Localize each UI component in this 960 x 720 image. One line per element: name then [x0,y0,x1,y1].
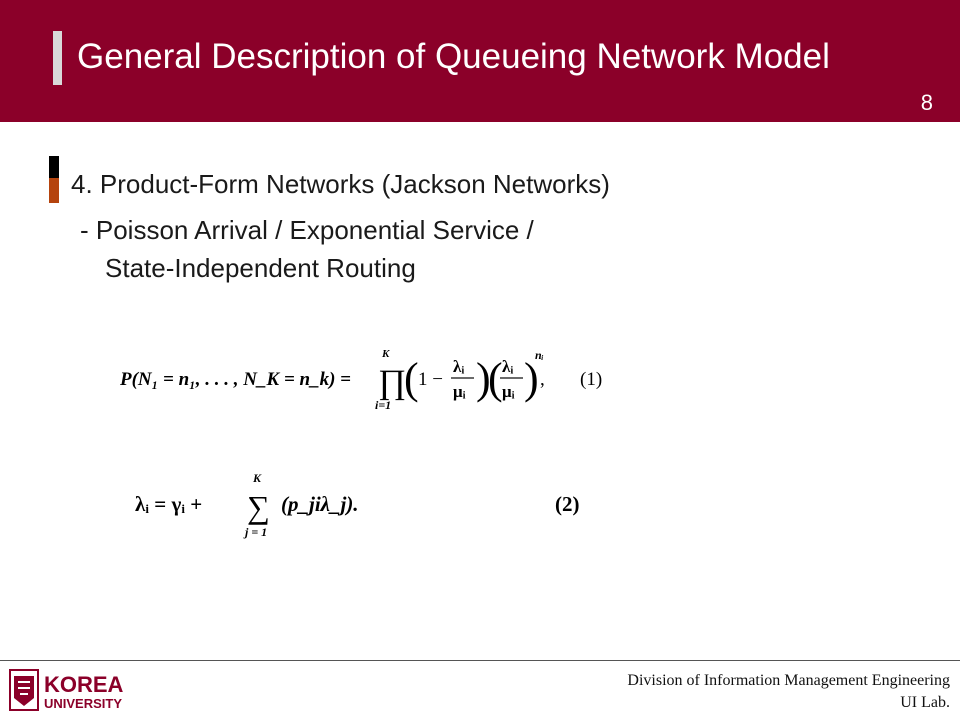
eq1-paren-close-2: ) [524,354,539,403]
section-marker-bottom [49,178,59,203]
eq1-frac1-num: λᵢ [453,357,464,376]
eq2-sum-symbol: ∑ [247,489,270,525]
eq2-lhs: λᵢ = γᵢ + [135,492,202,516]
eq1-frac2-den: μᵢ [502,382,515,401]
eq1-paren-open-1: ( [404,354,419,403]
section-heading: 4. Product-Form Networks (Jackson Networ… [71,169,610,199]
eq1-comma: , [540,369,545,390]
footer-line-1: Division of Information Management Engin… [627,672,950,689]
logo-text-bottom: UNIVERSITY [44,696,122,711]
eq1-product-symbol: ∏ [378,364,406,401]
slide-header: General Description of Queueing Network … [0,0,960,122]
logo-crest-shield [14,676,34,706]
footer-line-2: UI Lab. [900,694,950,711]
eq1-paren-open-2: ( [488,354,503,403]
eq1-exponent: nᵢ [535,348,544,362]
eq1-frac1-den: μᵢ [453,382,466,401]
eq2-sum-upper: K [252,471,262,485]
footer-divider [0,660,960,661]
eq2-body: (p_jiλ_j). [281,492,359,516]
equation-1: P(N₁ = n₁, . . . , N_K = n_k) = K ∏ i=1 … [120,348,602,412]
eq1-frac2-num: λᵢ [502,357,513,376]
section-marker-top [49,156,59,178]
eq1-label: (1) [580,369,602,390]
logo-text-top: KOREA [44,672,124,697]
eq1-lhs: P(N₁ = n₁, . . . , N_K = n_k) = [120,369,351,390]
eq1-prod-lower: i=1 [375,398,391,412]
equation-2: λᵢ = γᵢ + K ∑ j = 1 (p_jiλ_j). (2) [135,471,580,539]
eq1-paren-close-1: ) [476,354,491,403]
header-accent-bar [53,31,62,85]
slide-title: General Description of Queueing Network … [77,37,830,76]
slide-number: 8 [920,90,933,115]
footer-text: Division of Information Management Engin… [627,670,950,714]
eq2-label: (2) [555,492,580,516]
logo-crest-marks [18,681,30,695]
eq2-sum-lower: j = 1 [243,525,267,539]
eq1-one-minus: 1 − [418,369,443,390]
korea-university-logo: KOREA UNIVERSITY [9,669,124,711]
bullet-line-1: - Poisson Arrival / Exponential Service … [80,215,534,245]
bullet-line-2: State-Independent Routing [105,253,416,283]
eq1-prod-upper: K [381,348,390,360]
